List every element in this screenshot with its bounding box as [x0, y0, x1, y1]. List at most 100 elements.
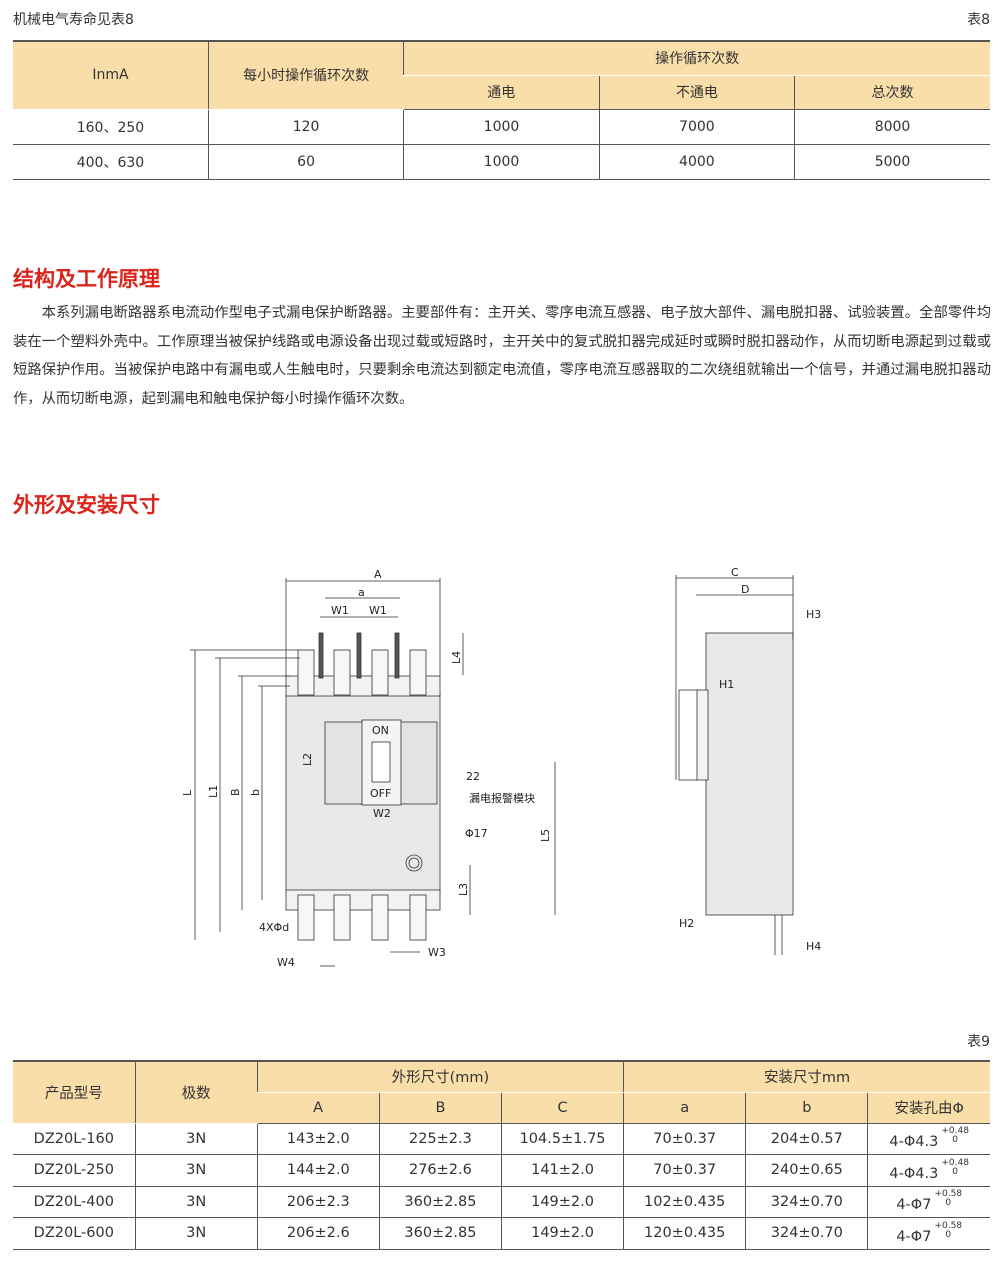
- cell-model: DZ20L-600: [13, 1217, 136, 1250]
- cell-b: 204±0.57: [745, 1123, 868, 1155]
- section-body-structure: 本系列漏电断路器系电流动作型电子式漏电保护断路器。主要部件有：主开关、零序电流互…: [13, 305, 991, 407]
- cell-b: 324±0.70: [745, 1217, 868, 1250]
- th-model: 产品型号: [13, 1061, 136, 1124]
- th-a: a: [623, 1092, 746, 1123]
- dim-B: B: [229, 788, 242, 796]
- dim-C: C: [731, 566, 739, 579]
- cell-poles: 3N: [134, 1217, 258, 1250]
- hole-value: 4-Φ4.3: [889, 1165, 939, 1182]
- th-install: 安装尺寸mm: [623, 1061, 990, 1093]
- table9-label: 表9: [967, 1034, 990, 1050]
- th-b: b: [745, 1092, 868, 1123]
- table-cell: 8000: [794, 109, 990, 145]
- dim-hole: 4XΦd: [259, 921, 289, 934]
- th-outline: 外形尺寸(mm): [256, 1061, 624, 1093]
- dim-L: L: [181, 789, 194, 796]
- table-cell: 120: [207, 109, 404, 145]
- hole-value: 4-Φ4.3: [889, 1134, 939, 1151]
- cell-poles: 3N: [134, 1154, 258, 1187]
- th-B: B: [378, 1092, 502, 1123]
- cell-B: 360±2.85: [378, 1186, 502, 1218]
- dim-L4: L4: [450, 651, 463, 664]
- th-off: 不通电: [598, 75, 795, 109]
- cell-a: 70±0.37: [623, 1123, 746, 1155]
- cell-A: 144±2.0: [256, 1154, 380, 1187]
- th-per-hour: 每小时操作循环次数: [207, 41, 404, 110]
- dim-22: 22: [466, 770, 480, 783]
- table-cell: 1000: [403, 144, 600, 180]
- dim-L5: L5: [539, 829, 552, 842]
- cell-B: 360±2.85: [378, 1217, 502, 1250]
- th-cycles: 操作循环次数: [403, 41, 990, 76]
- dim-phi17: Φ17: [465, 827, 488, 840]
- cell-B: 276±2.6: [378, 1154, 502, 1187]
- table8-label: 表8: [967, 12, 990, 28]
- dim-L2: L2: [301, 753, 314, 766]
- cell-model: DZ20L-400: [13, 1186, 136, 1218]
- cell-C: 149±2.0: [500, 1186, 624, 1218]
- table-cell: 160、250: [13, 109, 209, 145]
- label-off: OFF: [370, 787, 391, 800]
- side-body: [705, 632, 794, 916]
- cell-b: 240±0.65: [745, 1154, 868, 1187]
- th-A: A: [257, 1092, 380, 1123]
- th-hole: 安装孔由Φ: [867, 1092, 990, 1123]
- cell-C: 149±2.0: [500, 1217, 624, 1250]
- dim-H4: H4: [806, 940, 821, 953]
- dim-L1: L1: [207, 785, 220, 798]
- dim-H3: H3: [806, 608, 821, 621]
- dim-W2: W2: [373, 807, 391, 820]
- cell-A: 206±2.3: [256, 1186, 380, 1218]
- cell-a: 70±0.37: [623, 1154, 746, 1187]
- cell-C: 141±2.0: [500, 1154, 624, 1187]
- cell-a: 102±0.435: [623, 1186, 746, 1218]
- th-inma: InmA: [13, 41, 209, 110]
- dim-W4: W4: [277, 956, 295, 969]
- cell-C: 104.5±1.75: [500, 1123, 624, 1155]
- cell-model: DZ20L-160: [13, 1123, 136, 1155]
- table-cell: 5000: [794, 144, 990, 180]
- table-cell: 400、630: [13, 144, 209, 180]
- label-on: ON: [372, 724, 389, 737]
- dim-L3: L3: [457, 883, 470, 896]
- cell-poles: 3N: [134, 1123, 258, 1155]
- table-cell: 4000: [598, 144, 795, 180]
- cell-model: DZ20L-250: [13, 1154, 136, 1187]
- dim-H2: H2: [679, 917, 694, 930]
- hole-value: 4-Φ7: [896, 1197, 932, 1214]
- cell-A: 206±2.6: [256, 1217, 380, 1250]
- th-C: C: [500, 1092, 624, 1123]
- hole-value: 4-Φ7: [896, 1228, 932, 1245]
- section-title-dimensions: 外形及安装尺寸: [13, 493, 160, 517]
- table-cell: 60: [207, 144, 404, 180]
- cell-B: 225±2.3: [378, 1123, 502, 1155]
- dimension-drawing: A a W1 W1 L4 L L1 B b L2 ON OFF W2 22 漏电…: [181, 566, 821, 969]
- cell-a: 120±0.435: [623, 1217, 746, 1250]
- dim-W1-left: W1: [331, 604, 349, 617]
- section-title-structure: 结构及工作原理: [13, 267, 160, 291]
- table-cell: 7000: [598, 109, 795, 145]
- cell-b: 324±0.70: [745, 1186, 868, 1218]
- table-cell: 1000: [403, 109, 600, 145]
- cell-A: 143±2.0: [256, 1123, 380, 1155]
- dimension-labels: A a W1 W1 L4 L L1 B b L2 ON OFF W2 22 漏电…: [181, 566, 821, 969]
- dim-H1: H1: [719, 678, 734, 691]
- dim-a: a: [358, 586, 365, 599]
- cell-poles: 3N: [134, 1186, 258, 1218]
